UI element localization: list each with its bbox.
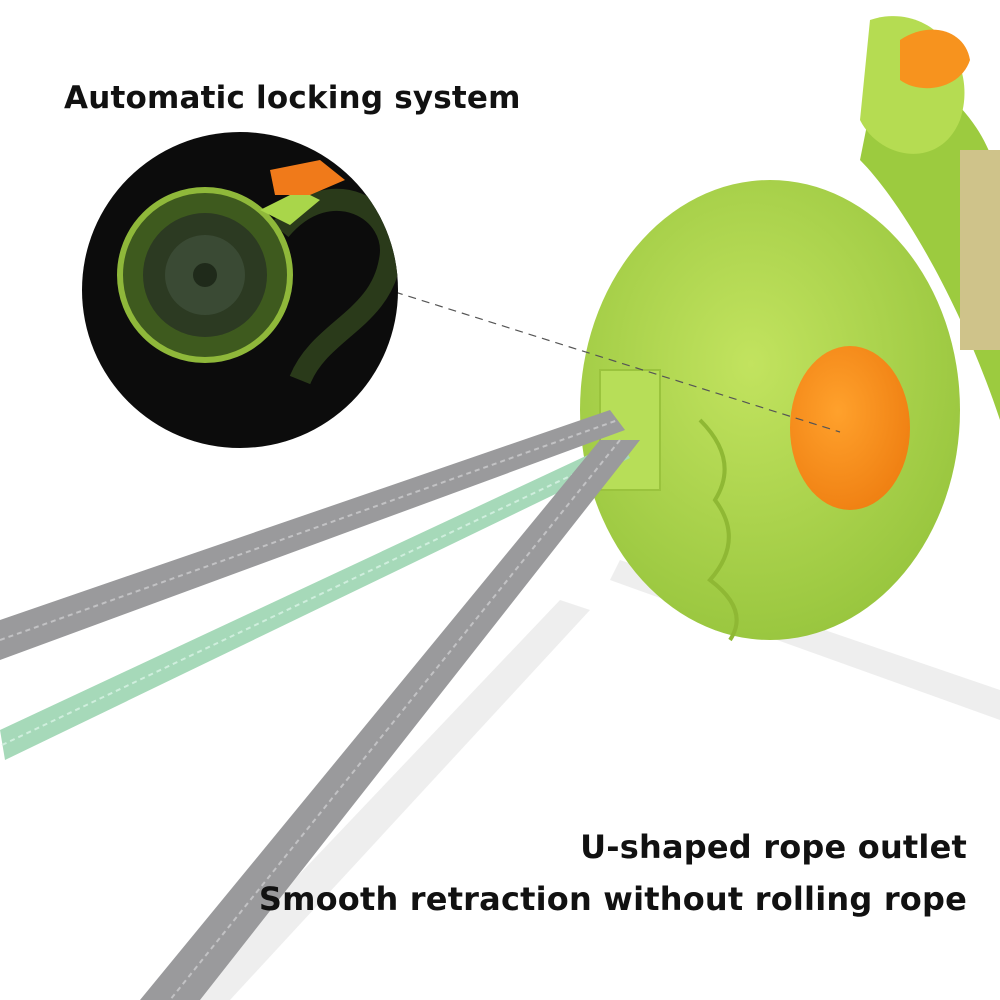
rope-shadows <box>180 560 1000 1000</box>
ropes <box>0 410 640 1000</box>
lock-button <box>900 29 970 89</box>
caption-smooth-retraction: Smooth retraction without rolling rope <box>258 880 967 918</box>
callout-line <box>394 291 841 433</box>
leash-body <box>580 16 1000 642</box>
locking-mechanism-inset <box>82 132 398 448</box>
caption-automatic-locking: Automatic locking system <box>64 80 521 116</box>
caption-rope-outlet: U-shaped rope outlet <box>580 828 967 866</box>
brake-button <box>790 346 910 510</box>
